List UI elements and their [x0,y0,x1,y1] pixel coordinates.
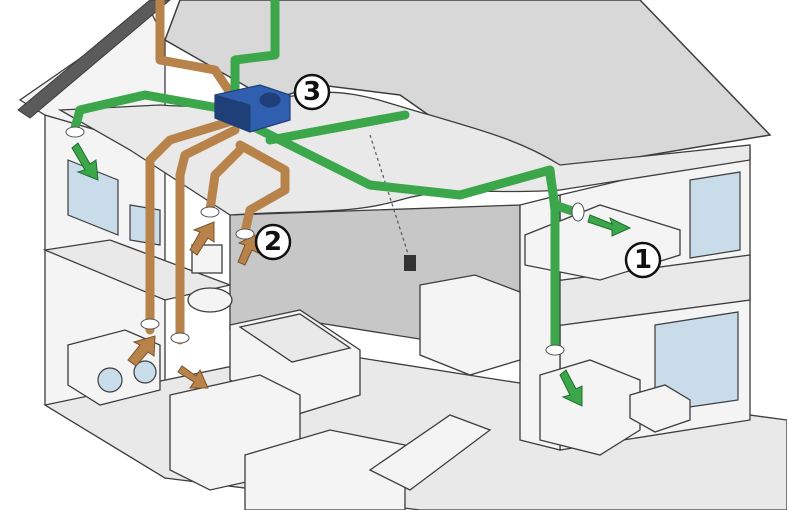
marker-3-label: 3 [303,77,321,107]
marker-1: 1 [624,241,662,279]
window-upper-right [689,171,741,259]
marker-1-circle [624,241,662,279]
extract-vent-bathroom [235,228,255,240]
marker-2-label: 2 [264,227,282,257]
dining-table [368,414,492,491]
supply-duct-branch-right [265,110,410,145]
control-panel [404,255,416,271]
supply-duct-branch-left [70,90,235,133]
brown-arrow-icon [189,221,215,256]
extract-vent-kitchen [170,332,190,344]
control-wire [369,134,411,261]
roof-left-overhang [17,0,171,119]
green-arrow-icon [559,369,583,407]
extract-vent-toilet [200,206,220,218]
airflow-arrows [71,142,632,407]
house-structure [17,0,787,510]
marker-2: 2 [254,223,292,261]
extract-vent-laundry [140,318,160,330]
supply-vent-living [545,344,565,356]
supply-duct-trunk [235,115,560,350]
extract-duct-bathroom [235,140,290,237]
supply-duct-bedroom [545,170,580,217]
toilet [187,287,233,313]
vanity-cabinet [419,274,521,376]
supply-duct-roof-intake [230,0,280,100]
window-kitchen [129,204,161,246]
brown-arrow-icon [127,335,156,367]
extract-duct-roof-outlet [155,0,240,105]
supply-vent-bedroom [571,202,585,222]
supply-vent-left [65,126,85,138]
brown-arrow-icon [177,365,209,389]
extract-duct-main-right [175,125,240,345]
toilet-tank [191,244,223,274]
extract-duct-toilet [205,145,245,215]
washer-door-2 [133,360,157,384]
green-arrow-icon [587,214,632,237]
duct-network [70,0,580,350]
coffee-table [629,384,691,433]
window-lower-right [654,311,739,413]
marker-3-circle [293,73,331,111]
washer-door-1 [97,367,123,393]
duct-terminals [65,126,585,356]
heat-recovery-unit-icon [214,84,291,133]
marker-2-circle [254,223,292,261]
marker-3: 3 [293,73,331,111]
marker-1-label: 1 [634,245,652,275]
window-upper-left [67,159,119,236]
bathtub-rim [238,313,352,363]
extract-duct-main-left [145,115,240,335]
green-arrow-icon [71,142,99,181]
